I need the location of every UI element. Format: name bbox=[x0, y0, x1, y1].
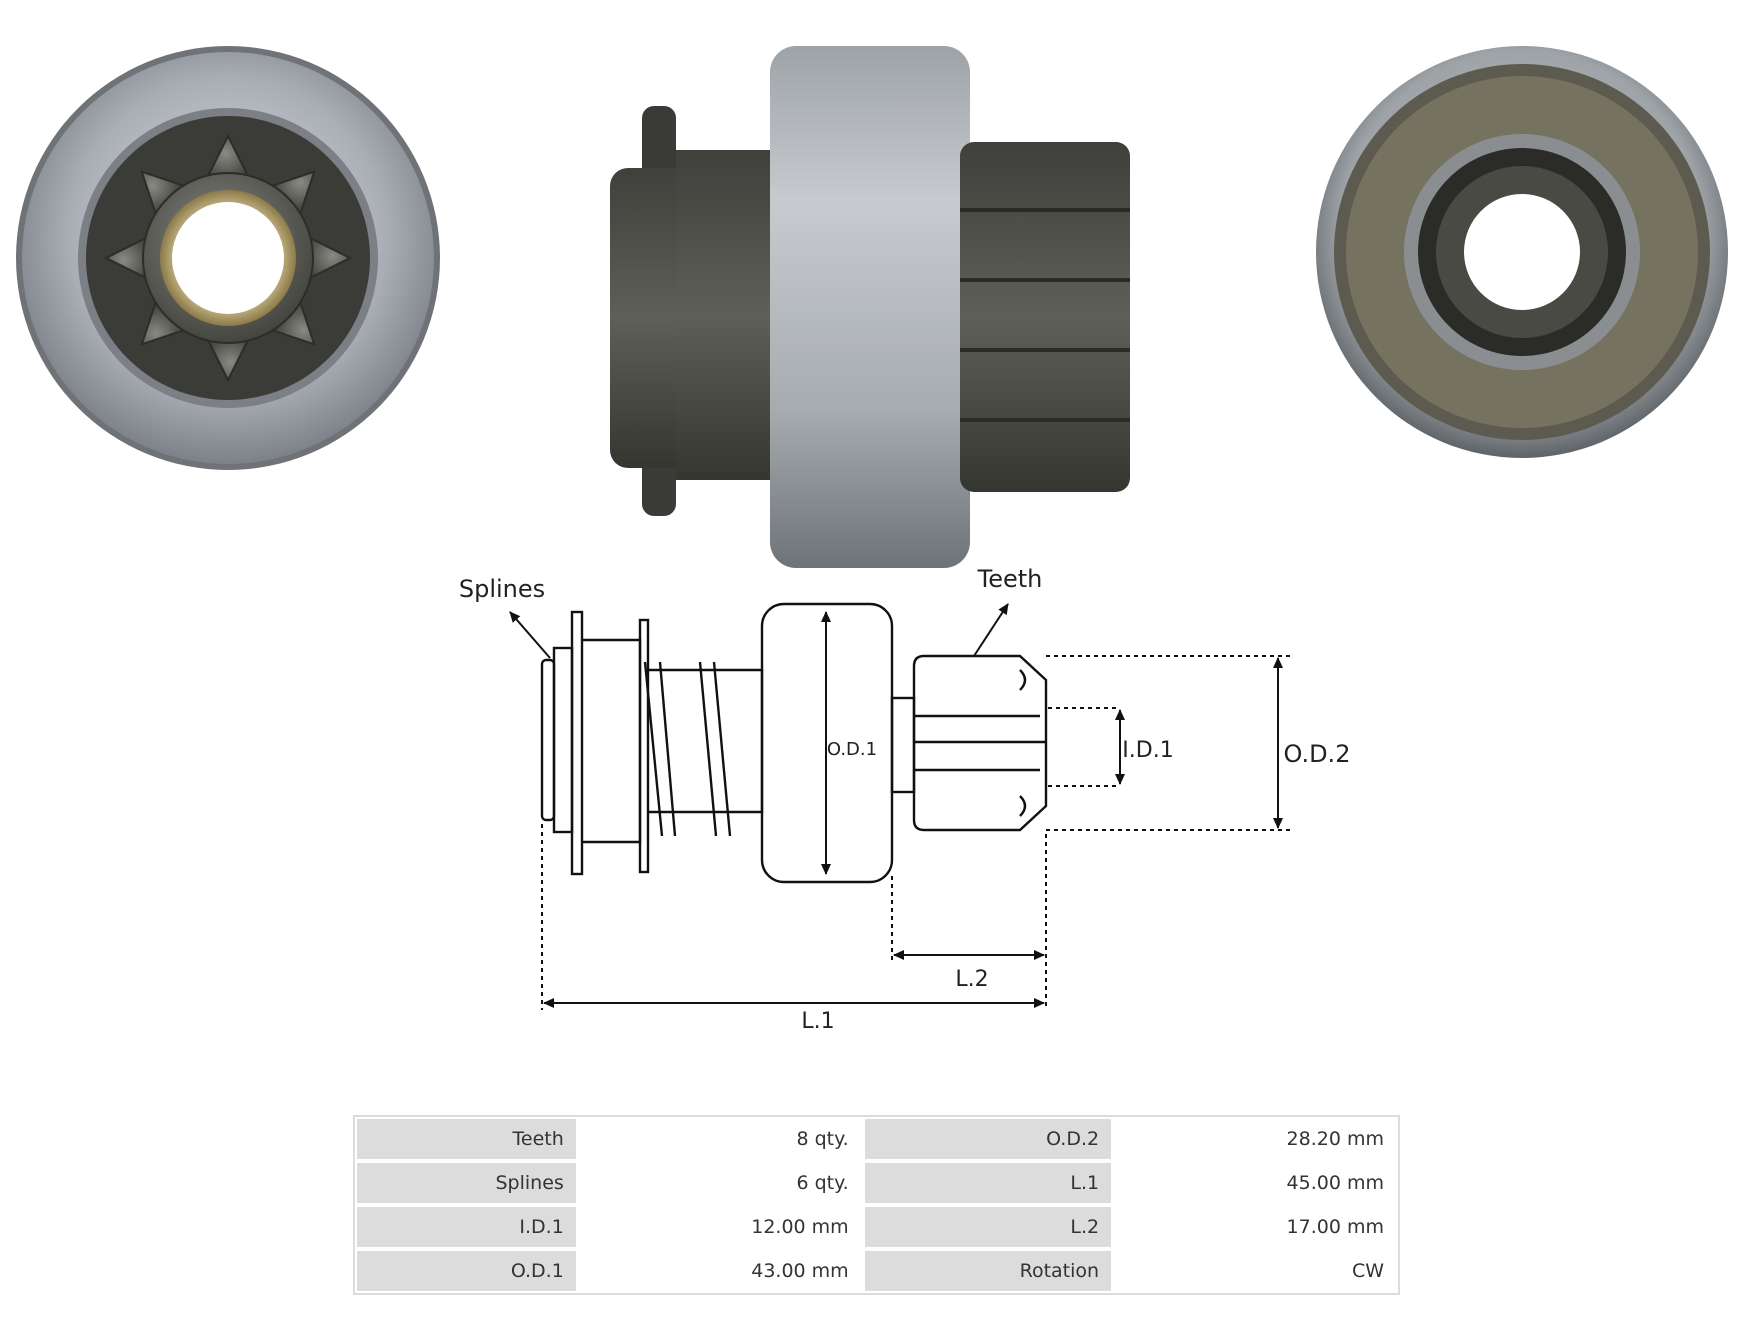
spec-value: 28.20 mm bbox=[1113, 1117, 1398, 1161]
spec-value: 12.00 mm bbox=[577, 1205, 863, 1249]
od2-label: O.D.2 bbox=[1284, 740, 1351, 768]
spec-table: Teeth 8 qty. O.D.2 28.20 mm Splines 6 qt… bbox=[353, 1115, 1400, 1295]
spec-label: L.1 bbox=[862, 1161, 1114, 1205]
spec-label: Rotation bbox=[862, 1249, 1114, 1293]
teeth-label: Teeth bbox=[977, 565, 1043, 593]
table-row: I.D.1 12.00 mm L.2 17.00 mm bbox=[355, 1205, 1398, 1249]
spec-label: I.D.1 bbox=[355, 1205, 578, 1249]
pinion-front-view bbox=[16, 46, 440, 470]
spec-value: 6 qty. bbox=[577, 1161, 863, 1205]
spec-value: CW bbox=[1113, 1249, 1398, 1293]
spec-label: Splines bbox=[355, 1161, 578, 1205]
spec-value: 43.00 mm bbox=[577, 1249, 863, 1293]
pinion-rear-view bbox=[1316, 46, 1728, 458]
pinion-side-view bbox=[610, 46, 1130, 568]
splines-label: Splines bbox=[459, 575, 545, 603]
table-row: Splines 6 qty. L.1 45.00 mm bbox=[355, 1161, 1398, 1205]
spec-label: L.2 bbox=[862, 1205, 1114, 1249]
spec-value: 45.00 mm bbox=[1113, 1161, 1398, 1205]
spec-value: 17.00 mm bbox=[1113, 1205, 1398, 1249]
spec-label: Teeth bbox=[355, 1117, 578, 1161]
id1-label: I.D.1 bbox=[1122, 738, 1173, 763]
l2-label: L.2 bbox=[955, 967, 988, 992]
spec-label: O.D.1 bbox=[355, 1249, 578, 1293]
l1-label: L.1 bbox=[801, 1009, 834, 1034]
table-row: O.D.1 43.00 mm Rotation CW bbox=[355, 1249, 1398, 1293]
part-outline bbox=[540, 602, 1048, 884]
table-row: Teeth 8 qty. O.D.2 28.20 mm bbox=[355, 1117, 1398, 1161]
od1-label: O.D.1 bbox=[827, 739, 877, 760]
spec-label: O.D.2 bbox=[862, 1117, 1114, 1161]
spec-value: 8 qty. bbox=[577, 1117, 863, 1161]
